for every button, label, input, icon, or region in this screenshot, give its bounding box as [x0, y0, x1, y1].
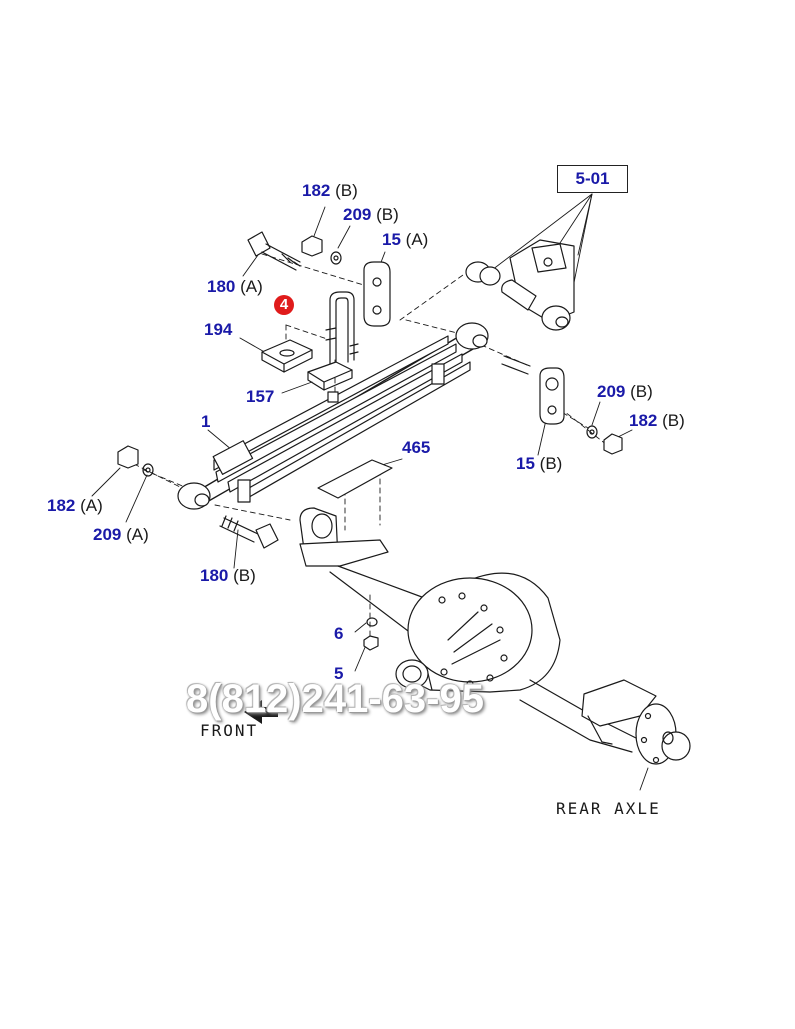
callout-182B-top[interactable]: 182 (B): [302, 181, 358, 201]
callout-suffix: (B): [630, 382, 653, 401]
rear-axle-label: REAR AXLE: [556, 799, 661, 818]
plate-465: [317, 459, 393, 499]
nuts-washers: [117, 235, 623, 651]
callout-suffix: (A): [80, 496, 103, 515]
callout-suffix: (A): [240, 277, 263, 296]
callout-182A[interactable]: 182 (A): [47, 496, 103, 516]
callout-number: 209: [597, 382, 626, 401]
leaf-spring: [177, 322, 489, 510]
callout-number: 182: [302, 181, 331, 200]
reference-box-5-01[interactable]: 5-01: [557, 165, 628, 193]
callout-suffix: (B): [233, 566, 256, 585]
callout-194[interactable]: 194: [204, 320, 232, 340]
callout-number: 194: [204, 320, 233, 339]
callout-suffix: (B): [376, 205, 399, 224]
callout-number: 180: [200, 566, 229, 585]
callout-number: 5: [334, 664, 344, 683]
highlight-badge[interactable]: 4: [274, 295, 294, 315]
callout-number: 209: [93, 525, 122, 544]
callout-number: 182: [47, 496, 76, 515]
callout-15B[interactable]: 15 (B): [516, 454, 562, 474]
callout-number: 180: [207, 277, 236, 296]
callout-number: 465: [402, 438, 431, 457]
callout-suffix: (B): [662, 411, 685, 430]
callout-suffix: (B): [335, 181, 358, 200]
callout-number: 182: [629, 411, 658, 430]
callout-number: 1: [201, 412, 211, 431]
callout-209B-top[interactable]: 209 (B): [343, 205, 399, 225]
callout-157[interactable]: 157: [246, 387, 274, 407]
callout-number: 15: [382, 230, 401, 249]
arrow-left-icon: [244, 700, 278, 724]
front-label: FRONT: [200, 721, 259, 740]
callout-number: 209: [343, 205, 372, 224]
callout-209A[interactable]: 209 (A): [93, 525, 149, 545]
hanger-bracket: [465, 239, 575, 331]
callout-15A[interactable]: 15 (A): [382, 230, 428, 250]
bolts: [219, 231, 531, 549]
callout-number: 157: [246, 387, 275, 406]
callout-180B[interactable]: 180 (B): [200, 566, 256, 586]
shackles: [363, 261, 565, 425]
callout-suffix: (A): [405, 230, 429, 249]
axle-housing: [299, 507, 691, 765]
callout-number: 15: [516, 454, 535, 473]
callout-number: 6: [334, 624, 344, 643]
u-bolt: [261, 291, 359, 403]
callout-465[interactable]: 465: [402, 438, 430, 458]
callout-suffix: (A): [126, 525, 149, 544]
callout-182B-right[interactable]: 182 (B): [629, 411, 685, 431]
callout-180A[interactable]: 180 (A): [207, 277, 263, 297]
watermark-phone: 8(812)241-63-95: [186, 677, 484, 721]
callout-1[interactable]: 1: [201, 412, 210, 432]
callout-suffix: (B): [539, 454, 563, 473]
callout-209B-right[interactable]: 209 (B): [597, 382, 653, 402]
callout-5[interactable]: 5: [334, 664, 343, 684]
callout-6[interactable]: 6: [334, 624, 343, 644]
